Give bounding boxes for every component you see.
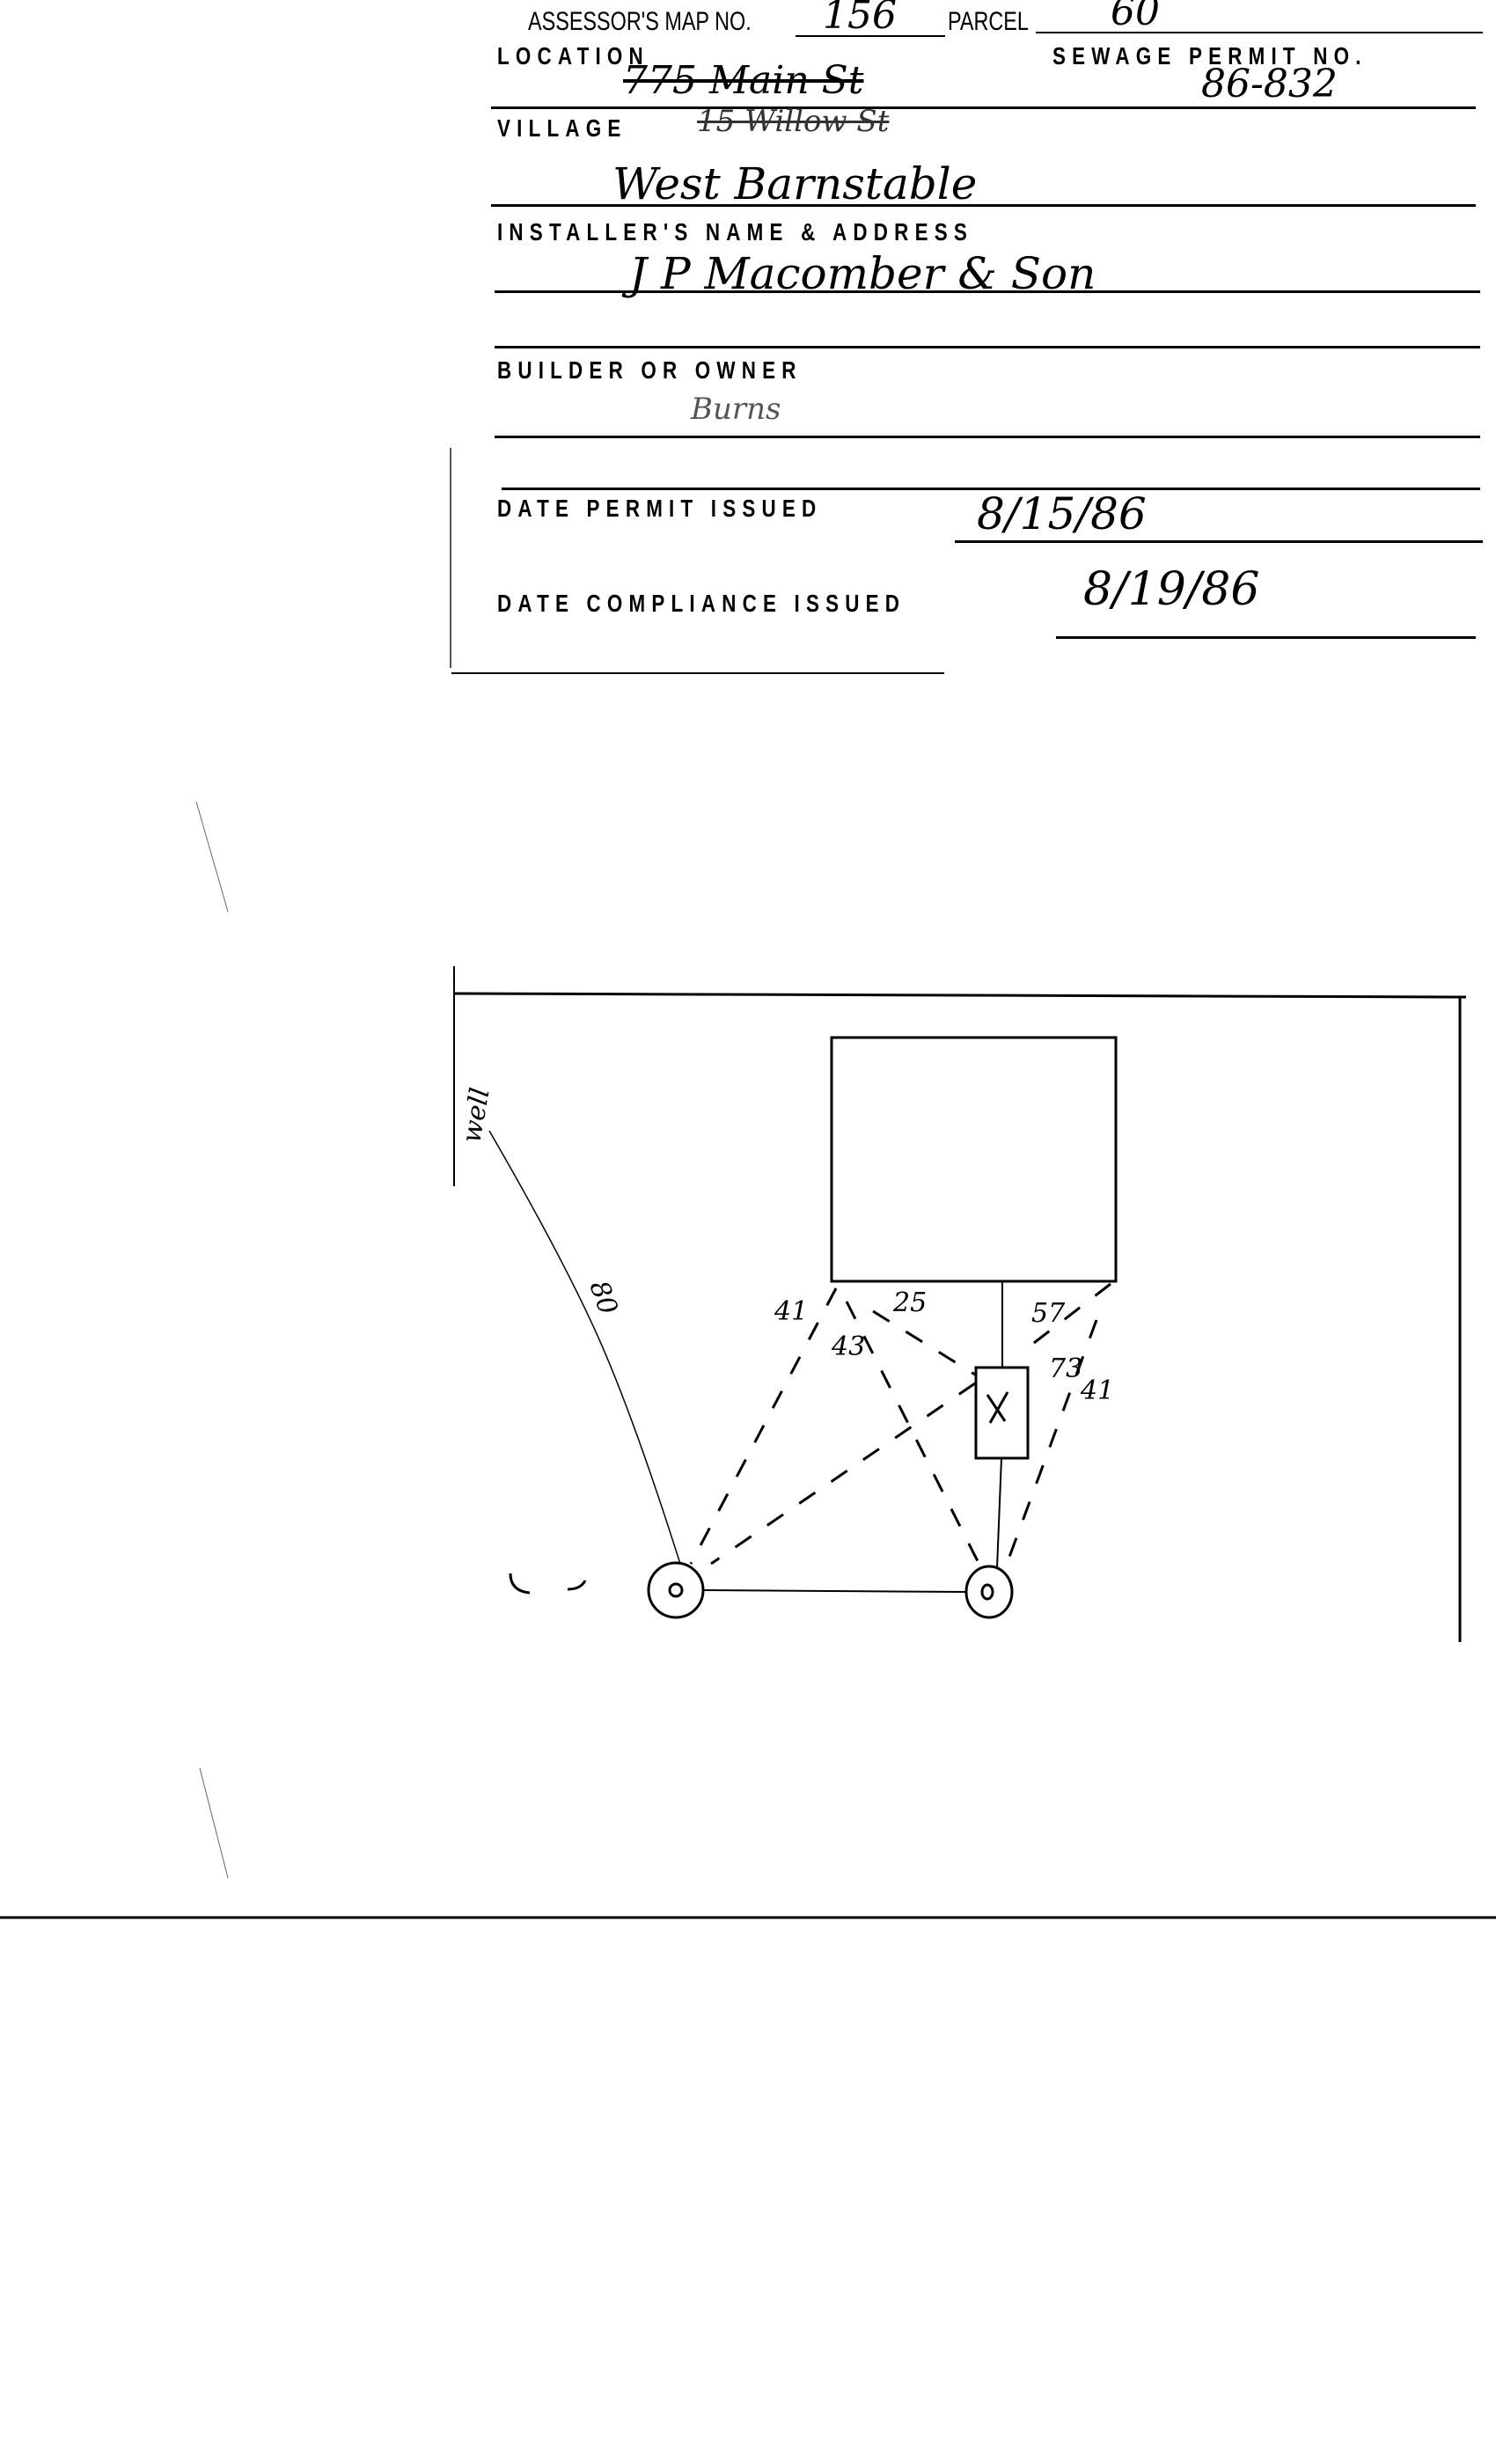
distance-line-25	[872, 1309, 976, 1376]
well-label: well	[456, 1086, 495, 1146]
pit-center-right	[980, 1583, 994, 1601]
distance-line-41	[689, 1287, 838, 1565]
compliance-date-value: 8/19/86	[1083, 563, 1260, 616]
tank-cross-icon	[986, 1391, 1009, 1424]
scribble-mark	[509, 1573, 587, 1595]
permit-date-label: DATE PERMIT ISSUED	[497, 495, 823, 522]
village-value: West Barnstable	[612, 158, 978, 209]
stray-mark	[199, 1767, 229, 1879]
sewage-permit-label: SEWAGE PERMIT NO.	[1052, 42, 1368, 70]
village-line	[491, 204, 1476, 207]
distance-label: 41	[1080, 1375, 1114, 1406]
location-value: 775 Main St	[623, 58, 864, 103]
distance-label: 73	[1049, 1353, 1082, 1384]
house	[830, 1036, 1118, 1283]
distance-line-tank-pit	[710, 1382, 976, 1566]
compliance-date-label: DATE COMPLIANCE ISSUED	[497, 590, 906, 617]
village-note: 15 Willow St	[697, 104, 890, 139]
installer-line	[495, 290, 1480, 293]
builder-line-2	[502, 488, 1480, 490]
permit-date-line	[955, 540, 1483, 543]
installer-label: INSTALLER'S NAME & ADDRESS	[497, 218, 973, 246]
village-label: VILLAGE	[497, 114, 627, 142]
parcel-label: PARCEL	[948, 7, 1029, 36]
location-label: LOCATION	[497, 42, 649, 70]
distance-line-41b	[1007, 1319, 1098, 1560]
parcel-value: 60	[1111, 0, 1160, 34]
distance-label: 57	[1031, 1298, 1066, 1329]
form-left-border	[450, 448, 451, 668]
sewage-permit-value: 86-832	[1201, 62, 1338, 106]
distance-line-43	[845, 1301, 983, 1569]
pit-center-left	[668, 1582, 684, 1598]
builder-value: Burns	[691, 392, 781, 427]
installer-line-2	[495, 346, 1480, 348]
permit-date-value: 8/15/86	[977, 488, 1147, 539]
parcel-underline	[1036, 32, 1483, 33]
distance-label: 41	[774, 1296, 808, 1327]
pit-connector	[703, 1589, 967, 1593]
assessor-map-label: ASSESSOR'S MAP NO.	[528, 7, 752, 36]
form-bottom-border	[451, 672, 944, 674]
well-distance-line	[488, 1130, 681, 1565]
tank-to-pit-pipe	[996, 1457, 1002, 1569]
assessor-map-underline	[796, 35, 945, 37]
leaching-pit-right	[964, 1565, 1014, 1619]
distance-line-57	[1022, 1282, 1111, 1353]
location-line	[491, 106, 1476, 109]
septic-tank	[974, 1366, 1030, 1460]
leaching-pit-left	[647, 1561, 705, 1619]
compliance-date-line	[1056, 636, 1476, 639]
distance-label: 43	[831, 1331, 865, 1362]
well-distance-label: 80	[583, 1277, 623, 1319]
builder-label: BUILDER OR OWNER	[497, 356, 803, 384]
lot-top-line	[453, 992, 1467, 999]
builder-line	[495, 436, 1480, 438]
assessor-map-value: 156	[823, 0, 897, 38]
stray-mark	[195, 801, 229, 913]
distance-label: 25	[892, 1287, 927, 1318]
